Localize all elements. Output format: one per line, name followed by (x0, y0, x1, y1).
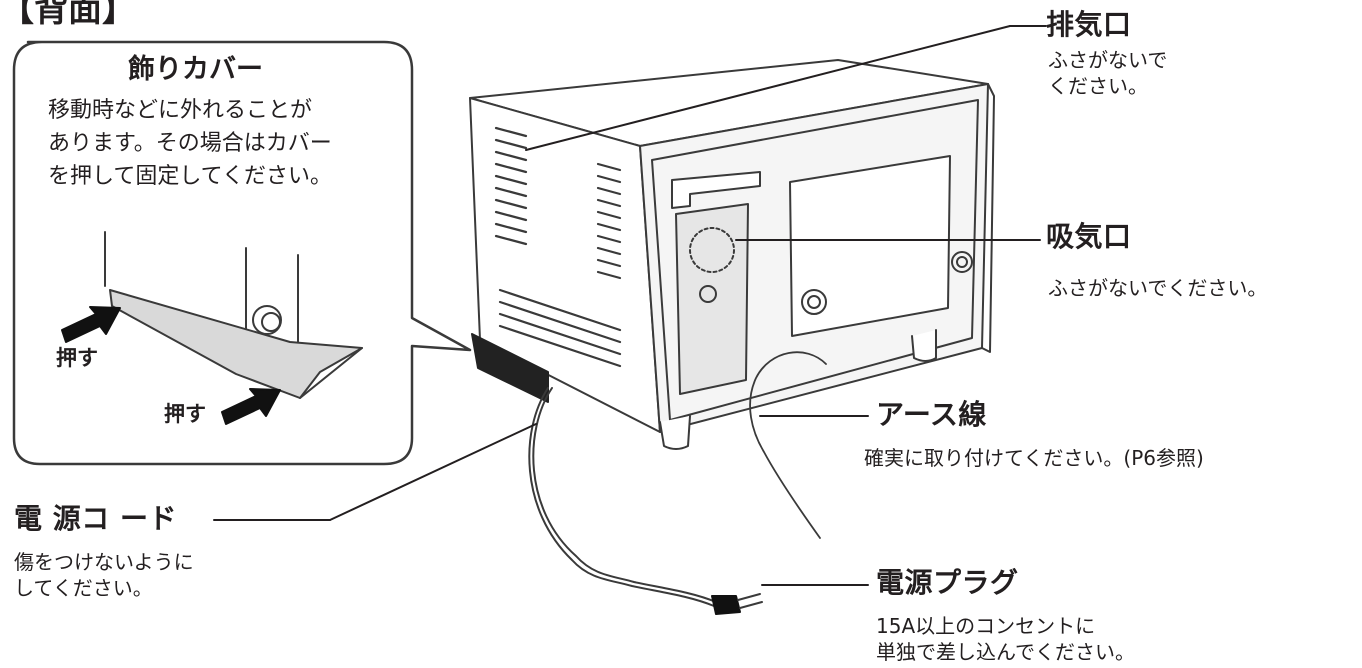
inset-line-2: あります。その場合はカバー (48, 127, 332, 160)
plug-line-1: 15A以上のコンセントに (876, 614, 1095, 638)
power-plug (712, 596, 740, 614)
plug-title: 電源プラグ (876, 566, 1019, 600)
decor-cover-inset (110, 290, 362, 398)
cord-title: 電 源コ ード (14, 502, 177, 536)
push-label-2: 押す (164, 402, 206, 428)
inset-line-3: を押して固定してください。 (48, 160, 332, 193)
cord-line-1: 傷をつけないように (14, 550, 194, 574)
intake-line-1: ふさがないでください。 (1048, 276, 1267, 300)
cord-line-2: してください。 (14, 576, 153, 600)
oven-side (470, 98, 660, 432)
exhaust-title: 排気口 (1046, 8, 1132, 42)
leader-cord (330, 424, 536, 520)
exhaust-line-1: ふさがないで (1048, 48, 1167, 72)
back-vent (676, 204, 748, 394)
push-arrow-1 (62, 307, 120, 342)
inset-title: 飾りカバー (128, 54, 263, 87)
inset-line-1: 移動時などに外れることが (48, 94, 312, 127)
earth-title: アース線 (876, 398, 987, 432)
page-title: 【背面】 (0, 0, 136, 31)
plug-line-2: 単独で差し込んでください。 (876, 640, 1135, 664)
exhaust-line-2: ください。 (1048, 74, 1148, 98)
intake-title: 吸気口 (1046, 220, 1132, 254)
push-arrow-2 (222, 389, 280, 424)
earth-line-1: 確実に取り付けてください。(P6参照) (864, 446, 1204, 470)
push-label-1: 押す (56, 346, 98, 372)
